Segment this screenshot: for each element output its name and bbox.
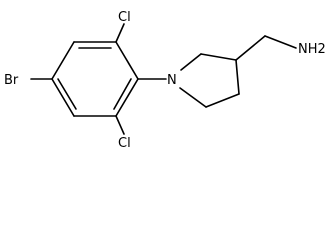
bond-c4-c5 bbox=[51, 78, 75, 117]
chlorine-bottom-label: Cl bbox=[118, 136, 131, 151]
bond-n-ca bbox=[180, 53, 202, 71]
bond-c2-c3 bbox=[115, 78, 139, 117]
bond-c1-c2 bbox=[115, 41, 139, 80]
bond-cb-ch2 bbox=[235, 35, 266, 61]
bond-cd-n bbox=[179, 87, 207, 108]
bond-ch2-nh2 bbox=[264, 35, 297, 49]
chlorine-top-label: Cl bbox=[118, 10, 131, 25]
bond-cb-cc bbox=[235, 59, 240, 95]
nitrogen-ring-label: N bbox=[167, 73, 177, 88]
amine-label: NH2 bbox=[298, 42, 326, 57]
bond-cc-cd bbox=[205, 93, 240, 108]
benzene-ring bbox=[51, 41, 139, 117]
molecular-structure: Cl Cl Br N NH2 bbox=[4, 10, 326, 151]
bond-c3-cl-bottom bbox=[115, 115, 125, 135]
bromine-label: Br bbox=[4, 73, 19, 88]
bond-c5-c6 bbox=[51, 41, 75, 80]
pyrrolidine-ring bbox=[179, 53, 240, 108]
double-bond-inner-left bbox=[57, 78, 77, 110]
bond-ca-cb bbox=[200, 53, 237, 61]
double-bond-inner-right bbox=[113, 78, 132, 110]
bond-c1-cl-top bbox=[115, 23, 125, 43]
